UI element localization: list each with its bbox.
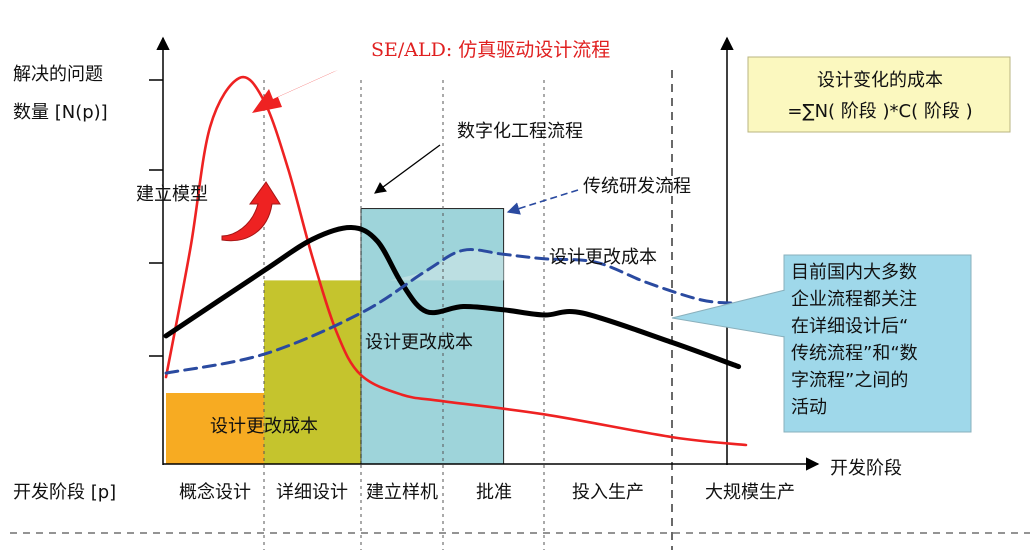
cost-bar-label: 设计更改成本 — [549, 247, 657, 268]
callout-line: 活动 — [791, 397, 827, 418]
x-axis-row-label: 开发阶段 [p] — [13, 482, 116, 503]
callout-line: 企业流程都关注 — [791, 289, 917, 310]
red-curve — [164, 75, 748, 447]
callout-box — [783, 254, 972, 433]
x-axis-label: 开发阶段 — [830, 458, 902, 479]
callout-text: 目前国内大多数 企业流程都关注 在详细设计后“ 传统流程”和“数 字流程”之间的… — [791, 262, 918, 418]
digital-flow-label: 数字化工程流程 — [457, 121, 583, 142]
phase-dividers — [263, 80, 545, 550]
callout-line: 在详细设计后“ — [791, 316, 908, 337]
formula-box — [747, 56, 1011, 133]
category-layer: 概念设计 详细设计建立样机 批准 投入生产 大规模生产 — [179, 481, 795, 503]
x-tick-label: 批准 — [476, 482, 512, 503]
formula-line1: 设计变化的成本 — [817, 70, 943, 91]
cost-bar — [264, 280, 361, 464]
callout-pointer-mask — [783, 291, 786, 336]
traditional-curve — [164, 248, 741, 375]
digital-label-arrow — [374, 144, 441, 194]
y-axis-label-line2: 数量 [N(p)] — [13, 102, 108, 123]
x-tick-label: 详细设计 — [276, 482, 348, 503]
traditional-area-shade — [389, 249, 504, 281]
shade-layer — [389, 249, 504, 281]
callout-line: 传统流程”和“数 — [791, 343, 918, 364]
model-label: 建立模型 — [136, 184, 208, 205]
x-tick-label: 概念设计 — [179, 481, 251, 503]
cost-bar-label: 设计更改成本 — [210, 416, 318, 437]
digital-curve — [163, 225, 742, 370]
callout-line: 字流程”之间的 — [791, 370, 908, 391]
x-tick-label: 投入生产 — [572, 482, 644, 503]
cost-bar — [166, 393, 264, 464]
red-pointer-arrow — [252, 70, 338, 113]
cost-bar-label: 设计更改成本 — [365, 332, 473, 353]
x-tick-label: 大规模生产 — [705, 482, 795, 503]
y-axis-label-line1: 解决的问题 — [13, 64, 103, 85]
traditional-flow-label: 传统研发流程 — [583, 176, 691, 197]
chart-title: SE/ALD: 仿真驱动设计流程 — [371, 39, 610, 61]
y-axis-ticks — [149, 79, 163, 357]
x-tick-label: 建立样机 — [366, 482, 438, 503]
series-layer — [163, 75, 748, 447]
traditional-label-arrow — [506, 189, 579, 215]
model-curved-arrow-icon — [221, 181, 281, 242]
formula-line2: =∑N( 阶段 )*C( 阶段 ) — [787, 101, 972, 122]
callout-line: 目前国内大多数 — [791, 262, 917, 283]
